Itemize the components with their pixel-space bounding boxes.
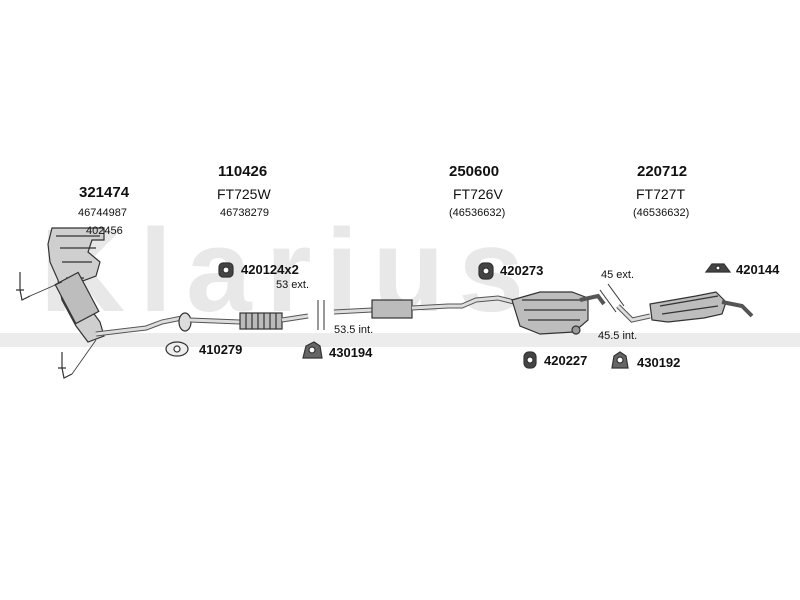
fitting-code-430194[interactable]: 430194 (329, 345, 373, 360)
oe-number-46744987: 46744987 (78, 207, 127, 219)
fitting-code-420273[interactable]: 420273 (500, 263, 544, 278)
rubber-hanger-icon (478, 262, 494, 280)
watermark-band (0, 333, 800, 347)
dimension-53-5-int: 53.5 int. (334, 324, 374, 336)
part-code-250600[interactable]: 250600 (449, 163, 500, 180)
ref-FT726V: FT726V (453, 186, 503, 202)
rubber-mount-icon (704, 263, 732, 273)
rubber-hanger-icon (523, 351, 537, 369)
part-code-220712[interactable]: 220712 (637, 163, 688, 180)
oe-number-46536632: (46536632) (449, 207, 506, 219)
gasket-icon (165, 341, 189, 357)
rear-silencer-part (616, 291, 754, 323)
rubber-hanger-icon (218, 262, 234, 278)
oe-number-46738279: 46738279 (220, 207, 269, 219)
fitting-code-430192[interactable]: 430192 (637, 355, 681, 370)
sub-part-code-402456[interactable]: 402456 (86, 225, 123, 237)
part-code-321474[interactable]: 321474 (79, 184, 130, 201)
clamp-icon (611, 351, 629, 369)
fitting-code-420227[interactable]: 420227 (544, 353, 588, 368)
ref-FT727T: FT727T (636, 186, 686, 202)
fitting-code-420124x2[interactable]: 420124x2 (241, 262, 299, 277)
manifold-catalyst-part (47, 227, 183, 343)
oe-number-46536632-rear: (46536632) (633, 207, 690, 219)
oxygen-sensor-2 (58, 339, 97, 379)
front-pipe-part (189, 312, 309, 330)
dimension-53-ext: 53 ext. (276, 279, 310, 291)
ref-FT725W: FT725W (217, 186, 271, 202)
dimension-45-5-int: 45.5 int. (598, 330, 638, 342)
fitting-code-410279[interactable]: 410279 (199, 342, 243, 357)
watermark-logo: Klarius (40, 205, 539, 337)
part-code-110426[interactable]: 110426 (218, 163, 268, 180)
middle-pipe-part (333, 291, 606, 335)
oxygen-sensor-1 (16, 272, 63, 301)
clamp-icon (302, 341, 323, 359)
dimension-45-ext: 45 ext. (601, 269, 635, 281)
fitting-code-420144[interactable]: 420144 (736, 262, 780, 277)
